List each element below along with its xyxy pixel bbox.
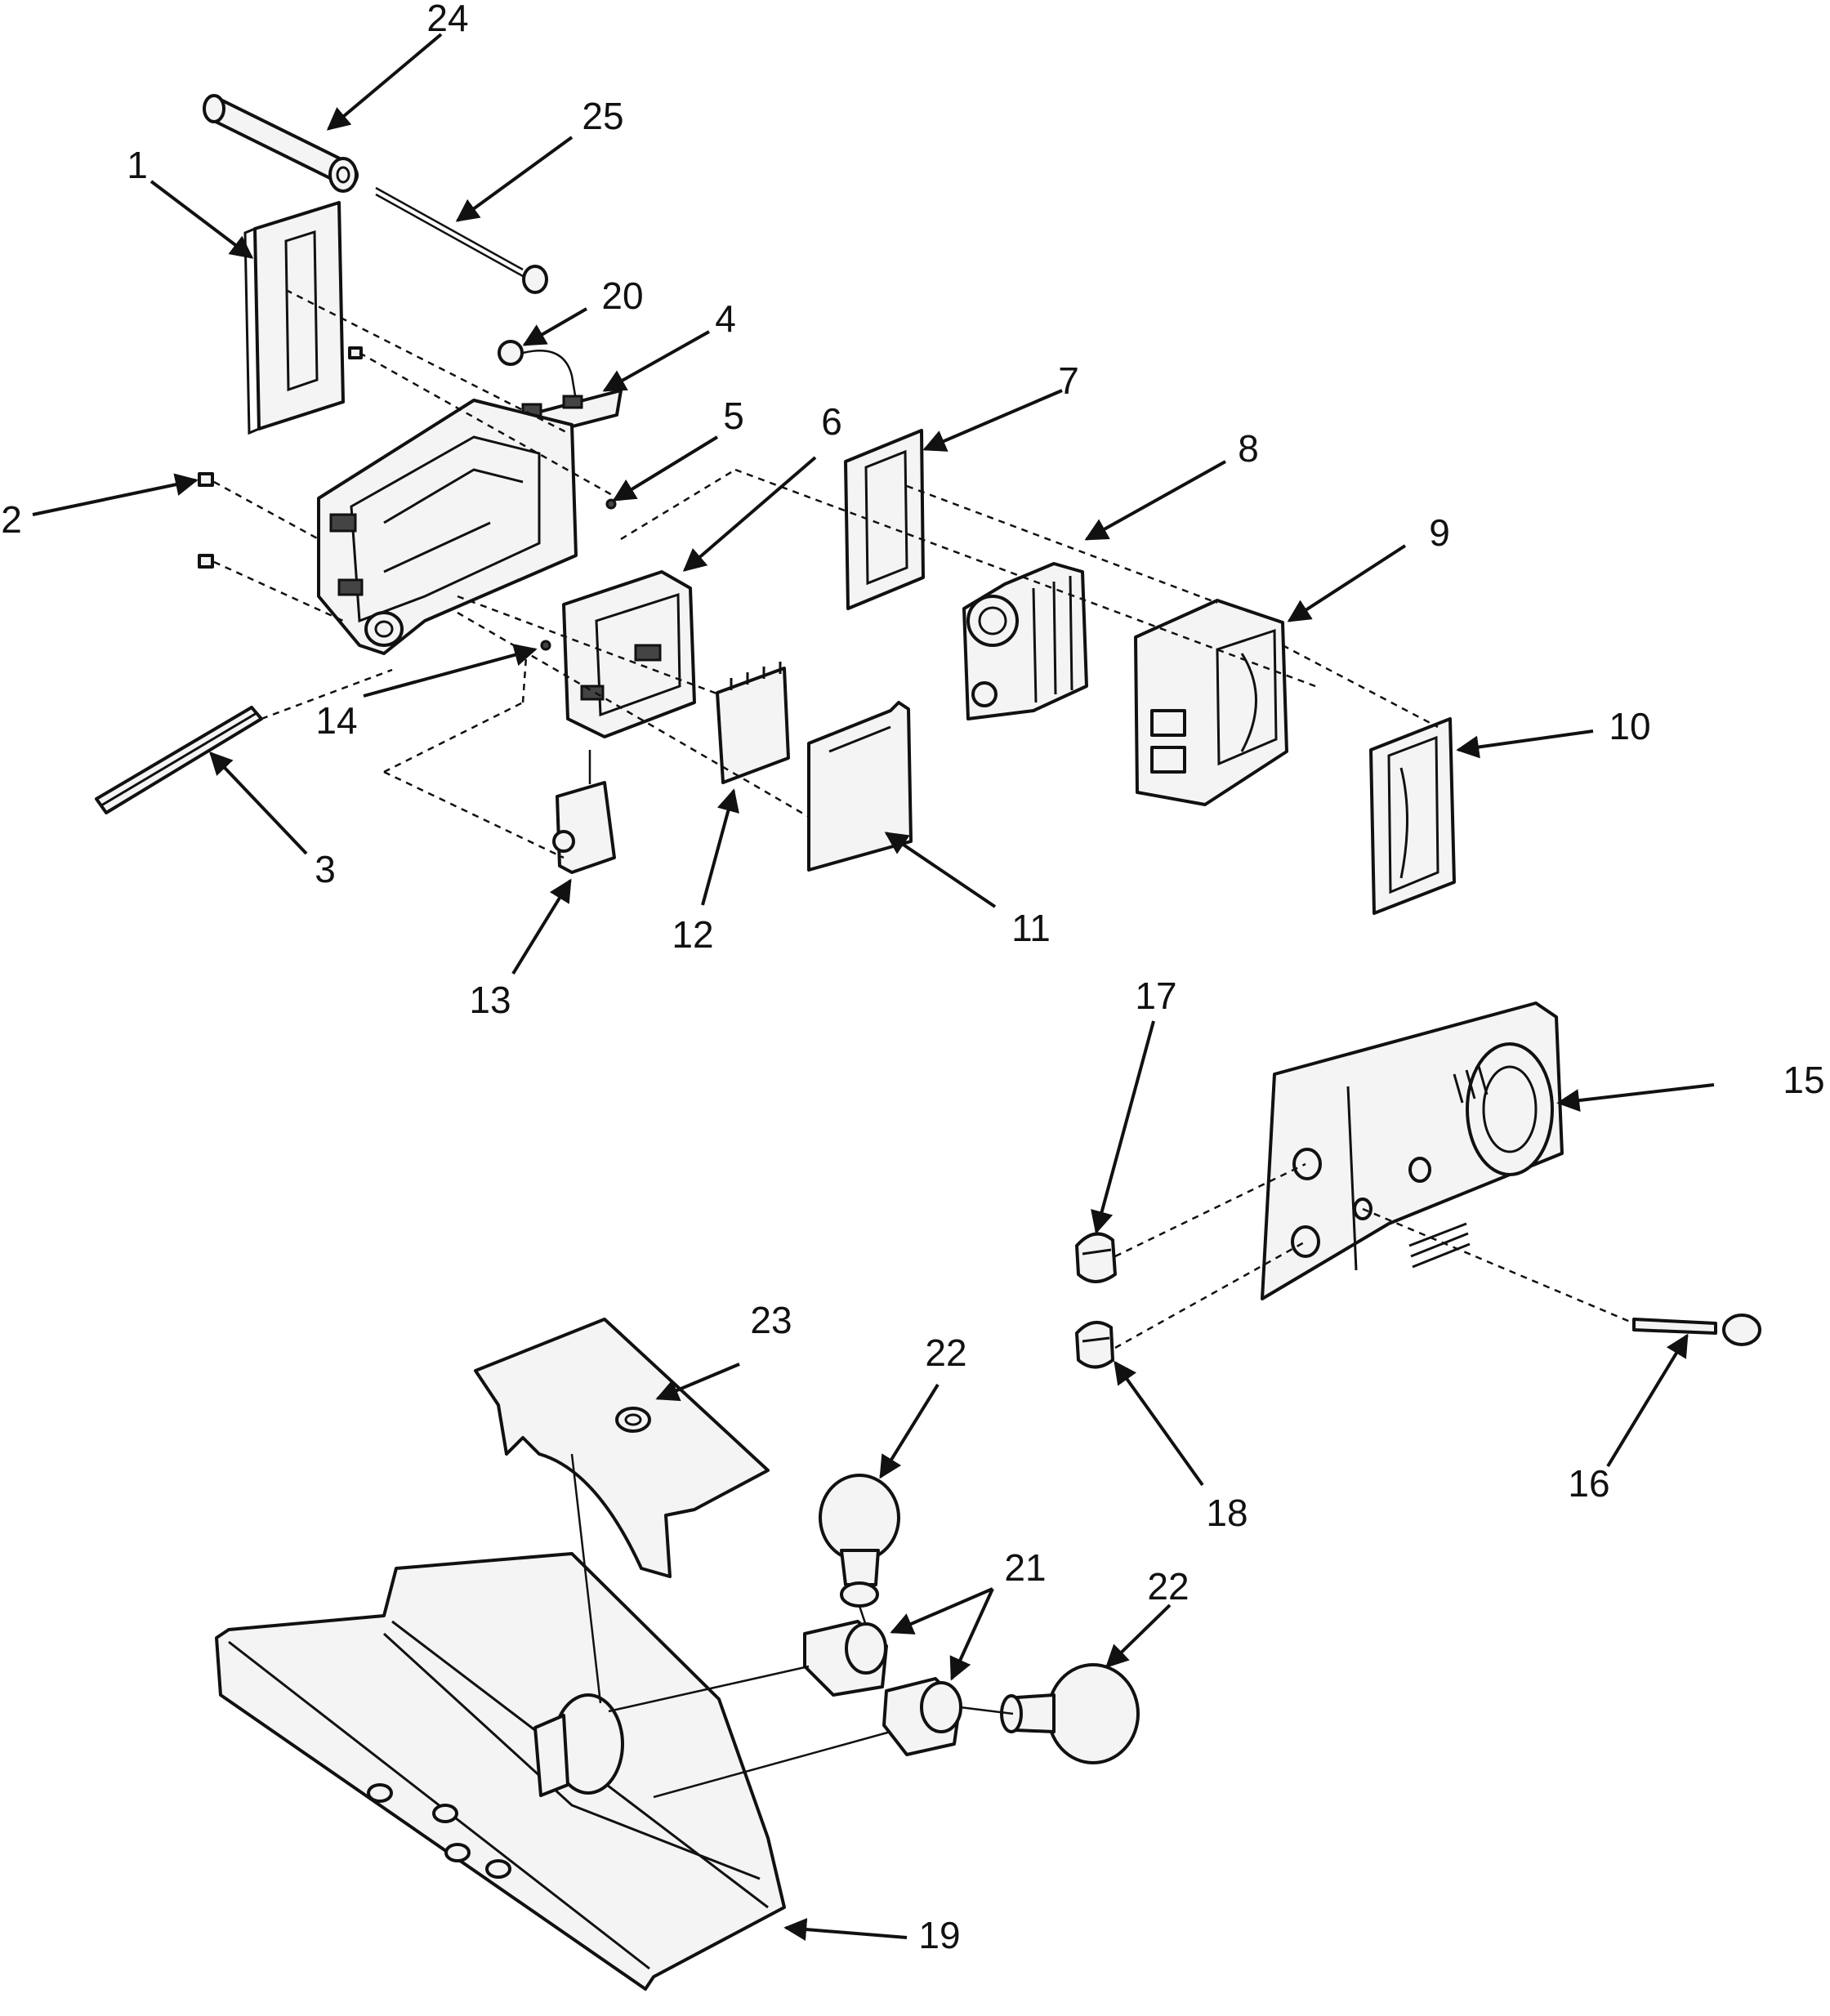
callout-labels: 24 25 1 20 4 5 6 7 8 9 2 14 10 3 12 11 1… [1, 0, 1824, 1956]
part-10-bezel [1369, 717, 1456, 915]
part-19-tray [215, 1552, 786, 1991]
leader-arrows [32, 33, 1715, 1941]
callout-21: 21 [1004, 1546, 1046, 1589]
part-9-housing [1134, 599, 1288, 806]
part-17-knob [1075, 1232, 1117, 1283]
part-7-frame [844, 429, 925, 610]
part-22-bulb-upper [819, 1474, 900, 1608]
callout-13: 13 [469, 979, 511, 1021]
part-21-socket-lower [882, 1677, 962, 1756]
callout-5: 5 [723, 395, 744, 437]
part-2-clips [198, 346, 363, 569]
callout-20: 20 [601, 274, 643, 317]
callout-19: 19 [918, 1914, 960, 1956]
main-housing [317, 399, 578, 655]
part-23-shield [474, 1318, 770, 1578]
callout-1: 1 [127, 144, 148, 186]
part-3-bar [95, 706, 263, 814]
callout-11: 11 [1011, 907, 1051, 949]
callout-10: 10 [1609, 705, 1650, 747]
callout-8: 8 [1238, 427, 1259, 470]
callout-9: 9 [1429, 511, 1450, 554]
callout-7: 7 [1058, 359, 1079, 402]
callout-22-lower: 22 [1147, 1565, 1189, 1608]
callout-24: 24 [426, 0, 468, 39]
callout-4: 4 [715, 297, 736, 340]
part-11-plate [807, 701, 913, 872]
assembly-solid-lines [570, 1453, 1014, 1799]
part-21-socket-upper [803, 1620, 888, 1697]
callout-22-upper: 22 [925, 1331, 966, 1374]
callout-2: 2 [1, 498, 22, 541]
callout-3: 3 [315, 848, 336, 890]
callout-23: 23 [750, 1299, 792, 1341]
callout-18: 18 [1206, 1492, 1248, 1534]
part-13-switch [552, 750, 616, 874]
part-24-cylinder [203, 94, 359, 193]
part-20-connector [498, 340, 578, 401]
callout-16: 16 [1568, 1462, 1609, 1505]
callout-17: 17 [1135, 975, 1176, 1017]
part-15-cover [1261, 1001, 1564, 1300]
part-6-bracket [562, 570, 696, 738]
part-25-rod [375, 186, 548, 294]
part-12-pcb [716, 662, 790, 784]
part-8-actuator [962, 562, 1088, 720]
part-22-bulb-lower [1000, 1663, 1140, 1764]
part-5-screw [605, 498, 617, 510]
callout-25: 25 [582, 95, 623, 137]
assembly-dashed-lines [213, 288, 1635, 1349]
callout-15: 15 [1783, 1059, 1824, 1101]
part-16-screw [1632, 1314, 1761, 1346]
part-1-frame [243, 201, 345, 435]
callout-14: 14 [315, 699, 357, 742]
callout-6: 6 [821, 400, 842, 443]
callout-12: 12 [672, 913, 713, 956]
part-14-screw [540, 640, 551, 651]
part-18-knob [1075, 1320, 1114, 1369]
